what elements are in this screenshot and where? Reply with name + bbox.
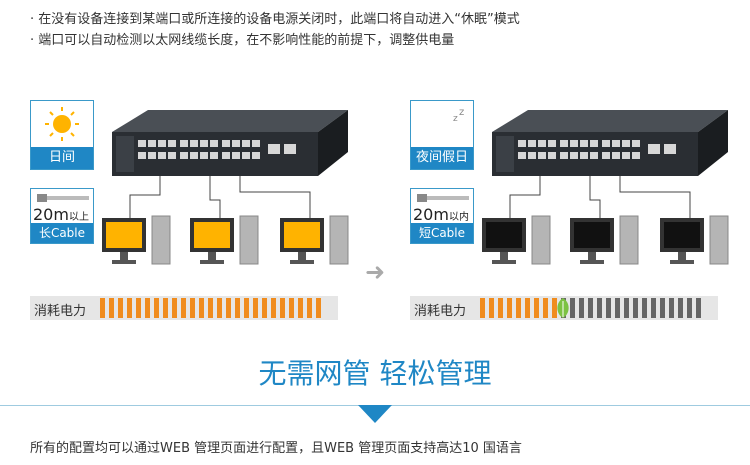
monitor-screen (106, 222, 142, 248)
switch-icon (492, 110, 728, 176)
down-triangle-icon (358, 405, 392, 423)
feature-bullet-sleep: · 在没有设备连接到某端口或所连接的设备电源关闭时，此端口将自动进入“休眠”模式 (30, 12, 520, 27)
power-segment (498, 298, 503, 318)
power-segment (136, 298, 141, 318)
computer-icon (570, 215, 639, 265)
power-segment (624, 298, 629, 318)
power-segment (253, 298, 258, 318)
power-segment (163, 298, 168, 318)
power-segment (190, 298, 195, 318)
time-label-box: z z 夜间假日 (410, 100, 474, 170)
cable-label-box: 20m以内 短Cable (410, 188, 474, 244)
computer-icon (660, 215, 729, 265)
power-segment (298, 298, 303, 318)
computer-icon (102, 215, 171, 265)
computer-icon (190, 215, 259, 265)
power-label: 消耗电力 (34, 304, 87, 319)
cable-label-box: 20m以上 长Cable (30, 188, 94, 244)
power-segment (208, 298, 213, 318)
power-segment (543, 298, 548, 318)
svg-text:z: z (453, 114, 458, 124)
power-label: 消耗电力 (414, 304, 467, 319)
power-segment (489, 298, 494, 318)
computer-icon (482, 215, 551, 265)
power-segment (480, 298, 485, 318)
power-segment (651, 298, 656, 318)
daytime-scene: 日间 20m以上 长Cable (30, 100, 370, 330)
power-segment (226, 298, 231, 318)
cable-length: 20m (33, 205, 69, 224)
power-segment (109, 298, 114, 318)
cable-qualifier: 以上 (68, 212, 89, 223)
power-segment (696, 298, 701, 318)
power-segment (244, 298, 249, 318)
power-segment (597, 298, 602, 318)
network-diagram (102, 110, 349, 265)
power-segment (154, 298, 159, 318)
arrow-right-icon: ➜ (365, 258, 386, 286)
power-segment (145, 298, 150, 318)
time-label-box: 日间 (30, 100, 94, 170)
monitor-screen (664, 222, 700, 248)
computer-icon (280, 215, 349, 265)
power-segment (642, 298, 647, 318)
ethernet-cable-icon (417, 194, 469, 202)
cable-caption: 短Cable (411, 223, 473, 243)
network-cables (129, 176, 311, 218)
power-consumption-bar: 消耗电力 (30, 296, 338, 320)
power-segment (516, 298, 521, 318)
monitor-screen (574, 222, 610, 248)
moon-icon: z z (411, 101, 473, 147)
leaf-icon (557, 298, 569, 318)
power-segment (525, 298, 530, 318)
power-segment (118, 298, 123, 318)
power-segment (289, 298, 294, 318)
power-segment (235, 298, 240, 318)
power-segment (199, 298, 204, 318)
cable-qualifier: 以内 (448, 212, 469, 223)
power-segment (100, 298, 105, 318)
network-cables (509, 176, 691, 218)
power-segment (669, 298, 674, 318)
network-diagram (482, 110, 729, 265)
power-segment (534, 298, 539, 318)
power-segment (262, 298, 267, 318)
cable-caption: 长Cable (31, 223, 93, 243)
power-segment (588, 298, 593, 318)
ethernet-cable-icon (37, 194, 89, 202)
svg-text:z: z (459, 107, 464, 118)
power-segment (570, 298, 575, 318)
power-segment (678, 298, 683, 318)
feature-bullet-cable-detect: · 端口可以自动检测以太网线缆长度，在不影响性能的前提下，调整供电量 (30, 33, 455, 48)
power-segment (687, 298, 692, 318)
night-scene: z z 夜间假日 20m以内 短Cable (410, 100, 750, 330)
power-segment (579, 298, 584, 318)
time-caption: 夜间假日 (411, 147, 473, 169)
monitor-screen (194, 222, 230, 248)
power-segment (127, 298, 132, 318)
power-segment (507, 298, 512, 318)
monitor-screen (284, 222, 320, 248)
monitor-screen (486, 222, 522, 248)
power-segment (172, 298, 177, 318)
power-segment (633, 298, 638, 318)
power-segment (316, 298, 321, 318)
time-caption: 日间 (31, 147, 93, 169)
power-segment (271, 298, 276, 318)
power-segment (181, 298, 186, 318)
headline: 无需网管 轻松管理 (258, 357, 492, 390)
power-segment (280, 298, 285, 318)
footer-text: 所有的配置均可以通过WEB 管理页面进行配置，且WEB 管理页面支持高达10 国… (30, 441, 522, 456)
power-segment (615, 298, 620, 318)
switch-icon (112, 110, 348, 176)
power-segment (307, 298, 312, 318)
sun-icon (31, 101, 93, 147)
power-segment (552, 298, 557, 318)
power-segment (660, 298, 665, 318)
power-consumption-bar: 消耗电力 (410, 296, 718, 320)
cable-length: 20m (413, 205, 449, 224)
power-segment (217, 298, 222, 318)
power-segment (606, 298, 611, 318)
